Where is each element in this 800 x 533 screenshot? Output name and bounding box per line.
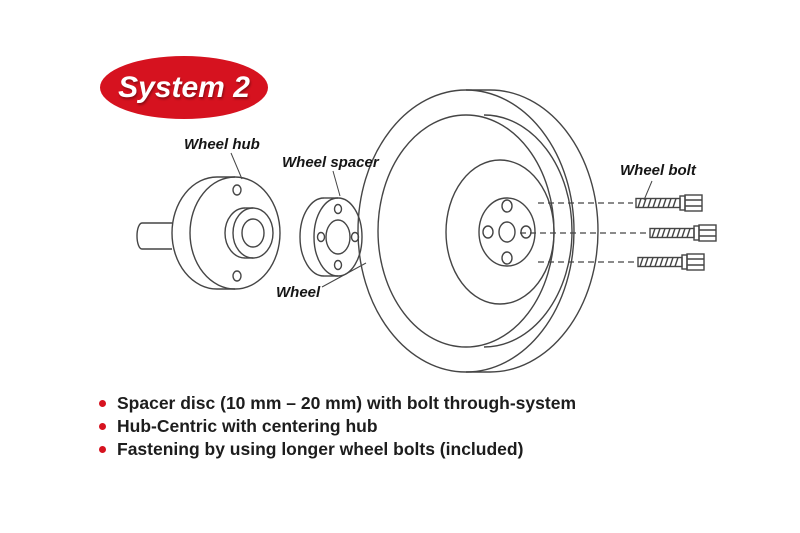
wheel-bolt-label: Wheel bolt bbox=[620, 162, 696, 179]
wheel-spacer-label: Wheel spacer bbox=[282, 154, 379, 171]
system-badge: System 2 bbox=[100, 56, 268, 119]
wheel-bolt-drawing-top bbox=[635, 194, 703, 212]
feature-list: Spacer disc (10 mm – 20 mm) with bolt th… bbox=[99, 392, 576, 461]
wheel-hub-label: Wheel hub bbox=[184, 136, 260, 153]
label-leader-lines bbox=[230, 152, 653, 288]
bullet-icon bbox=[99, 422, 106, 430]
wheel-bolt-drawing-bottom bbox=[637, 253, 705, 271]
wheel-label: Wheel bbox=[276, 284, 321, 301]
bolt-alignment-lines bbox=[520, 202, 647, 263]
wheel-drawing bbox=[357, 89, 599, 373]
feature-text: Hub-Centric with centering hub bbox=[117, 415, 378, 436]
feature-text: Fastening by using longer wheel bolts (i… bbox=[117, 438, 524, 459]
system-badge-label: System 2 bbox=[118, 70, 250, 104]
wheel-spacer-drawing bbox=[299, 197, 363, 277]
bullet-icon bbox=[99, 445, 106, 453]
list-item: Fastening by using longer wheel bolts (i… bbox=[99, 438, 576, 460]
list-item: Spacer disc (10 mm – 20 mm) with bolt th… bbox=[99, 392, 576, 414]
list-item: Hub-Centric with centering hub bbox=[99, 415, 576, 437]
bullet-icon bbox=[99, 399, 106, 407]
axle-shaft-drawing bbox=[136, 222, 172, 250]
feature-text: Spacer disc (10 mm – 20 mm) with bolt th… bbox=[117, 392, 576, 413]
wheel-bolt-drawing-middle bbox=[649, 224, 717, 242]
wheel-hub-drawing bbox=[171, 176, 281, 290]
